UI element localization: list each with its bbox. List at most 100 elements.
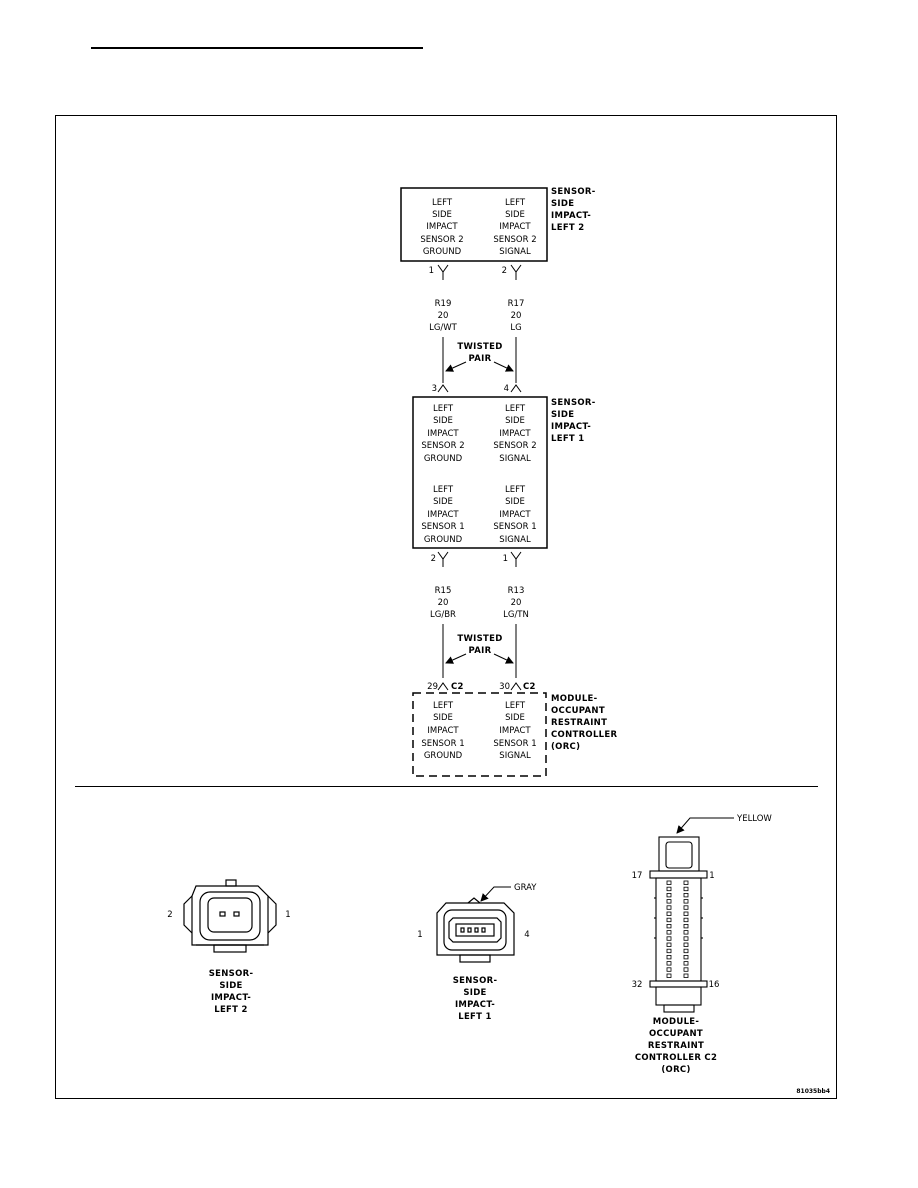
sensor-left-1-row2-ground: LEFT SIDE IMPACT SENSOR 1 GROUND — [421, 485, 464, 545]
wire-r15: R15 20 LG/BR — [430, 586, 456, 620]
pin-cavity — [683, 930, 689, 935]
svg-text:TWISTED: TWISTED — [457, 342, 502, 352]
svg-text:SENSOR-: SENSOR- — [551, 398, 596, 408]
svg-text:(ORC): (ORC) — [551, 742, 580, 752]
sensor-left-2-signal-text: LEFT SIDE IMPACT SENSOR 2 SIGNAL — [493, 198, 536, 257]
orc-signal-text: LEFT SIDE IMPACT SENSOR 1 SIGNAL — [493, 701, 536, 761]
svg-text:SIDE: SIDE — [551, 199, 574, 209]
pin-label: 4 — [504, 384, 509, 394]
orc-box — [412, 692, 547, 777]
svg-text:LEFT: LEFT — [505, 198, 526, 208]
pin-label: 17 — [632, 871, 643, 881]
svg-text:SENSOR-: SENSOR- — [453, 976, 498, 986]
svg-text:SIDE: SIDE — [432, 210, 452, 220]
svg-text:OCCUPANT: OCCUPANT — [551, 706, 605, 716]
svg-text:LEFT 1: LEFT 1 — [458, 1012, 492, 1022]
svg-text:IMPACT-: IMPACT- — [551, 422, 591, 432]
svg-text:20: 20 — [511, 598, 522, 608]
svg-text:SENSOR 1: SENSOR 1 — [493, 739, 536, 749]
svg-text:OCCUPANT: OCCUPANT — [649, 1029, 703, 1039]
pin-terminal — [510, 384, 522, 393]
svg-text:SIGNAL: SIGNAL — [499, 454, 531, 464]
svg-text:LG/WT: LG/WT — [429, 323, 458, 333]
pin-label: 2 — [502, 266, 507, 276]
wire-r13: R13 20 LG/TN — [503, 586, 529, 620]
pin-terminal — [437, 264, 449, 280]
pin-label: 4 — [524, 930, 529, 940]
sensor-left-1-row1-ground: LEFT SIDE IMPACT SENSOR 2 GROUND — [421, 404, 464, 464]
pin-cavity — [666, 955, 672, 960]
svg-text:SENSOR 1: SENSOR 1 — [421, 739, 464, 749]
svg-text:LG/BR: LG/BR — [430, 610, 456, 620]
svg-text:SENSOR-: SENSOR- — [551, 187, 596, 197]
svg-text:R19: R19 — [435, 299, 452, 309]
pin-label: 2 — [167, 910, 172, 920]
sensor-left-1-row2-signal: LEFT SIDE IMPACT SENSOR 1 SIGNAL — [493, 485, 536, 545]
svg-text:R15: R15 — [435, 586, 452, 596]
svg-text:MODULE-: MODULE- — [551, 694, 598, 704]
pin-cavity — [666, 967, 672, 972]
svg-text:IMPACT-: IMPACT- — [211, 993, 251, 1003]
pin-cavity — [683, 893, 689, 898]
pin-terminal — [437, 551, 449, 567]
svg-text:SIDE: SIDE — [551, 410, 574, 420]
pin-cavity — [683, 955, 689, 960]
pin-label: 1 — [429, 266, 434, 276]
svg-text:SIDE: SIDE — [505, 416, 525, 426]
svg-text:LEFT: LEFT — [433, 701, 454, 711]
header-rule — [91, 47, 423, 49]
twisted-pair-lower: TWISTED PAIR — [445, 634, 514, 664]
svg-text:IMPACT-: IMPACT- — [551, 211, 591, 221]
svg-text:SENSOR-: SENSOR- — [209, 969, 254, 979]
pin-cavity — [683, 948, 689, 954]
svg-text:R17: R17 — [508, 299, 525, 309]
connector-orc-c2-label: MODULE- OCCUPANT RESTRAINT CONTROLLER C2… — [635, 1017, 717, 1075]
svg-text:SIDE: SIDE — [505, 713, 525, 723]
svg-text:IMPACT: IMPACT — [427, 726, 459, 736]
pin-label: 30 — [499, 682, 510, 692]
svg-text:YELLOW: YELLOW — [736, 814, 772, 824]
pin-cavity — [666, 930, 672, 935]
pin-cavity — [683, 880, 689, 885]
connector-label: C2 — [523, 682, 536, 692]
svg-text:SENSOR 1: SENSOR 1 — [421, 522, 464, 532]
pin-cavity — [666, 924, 672, 929]
svg-text:MODULE-: MODULE- — [653, 1017, 700, 1027]
pin-cavity — [666, 886, 672, 892]
pin-cavity — [683, 961, 689, 966]
svg-text:IMPACT: IMPACT — [426, 222, 458, 232]
pin-cavity — [666, 936, 672, 941]
pin-cavity — [683, 917, 689, 923]
svg-text:20: 20 — [511, 311, 522, 321]
svg-text:IMPACT: IMPACT — [499, 429, 531, 439]
svg-text:PAIR: PAIR — [469, 354, 492, 364]
connector-sensor-left-2-label: SENSOR- SIDE IMPACT- LEFT 2 — [209, 969, 254, 1015]
svg-text:SIDE: SIDE — [463, 988, 486, 998]
pin-cavity — [666, 973, 672, 978]
pin-cavity — [666, 905, 672, 910]
connector-sensor-left-1-drawing — [436, 897, 515, 963]
pin-terminal — [437, 682, 449, 691]
svg-text:CONTROLLER C2: CONTROLLER C2 — [635, 1053, 717, 1063]
svg-text:CONTROLLER: CONTROLLER — [551, 730, 617, 740]
svg-text:LEFT: LEFT — [505, 485, 526, 495]
connector-label: C2 — [451, 682, 464, 692]
figure-code: 81035bb4 — [796, 1088, 830, 1095]
pin-cavity — [666, 917, 672, 923]
svg-text:LEFT: LEFT — [505, 404, 526, 414]
svg-text:SENSOR 2: SENSOR 2 — [493, 441, 536, 451]
section-divider — [75, 786, 818, 787]
sensor-left-1-box — [412, 396, 548, 549]
pin-cavity — [683, 924, 689, 929]
svg-text:SIDE: SIDE — [505, 210, 525, 220]
svg-text:IMPACT-: IMPACT- — [455, 1000, 495, 1010]
svg-text:LEFT: LEFT — [433, 404, 454, 414]
svg-text:20: 20 — [438, 598, 449, 608]
svg-text:IMPACT: IMPACT — [499, 222, 531, 232]
connector-sensor-left-2-drawing — [183, 879, 277, 953]
svg-text:(ORC): (ORC) — [661, 1065, 690, 1075]
svg-text:SENSOR 2: SENSOR 2 — [421, 441, 464, 451]
svg-text:LEFT: LEFT — [505, 701, 526, 711]
pin-cavity — [683, 973, 689, 978]
